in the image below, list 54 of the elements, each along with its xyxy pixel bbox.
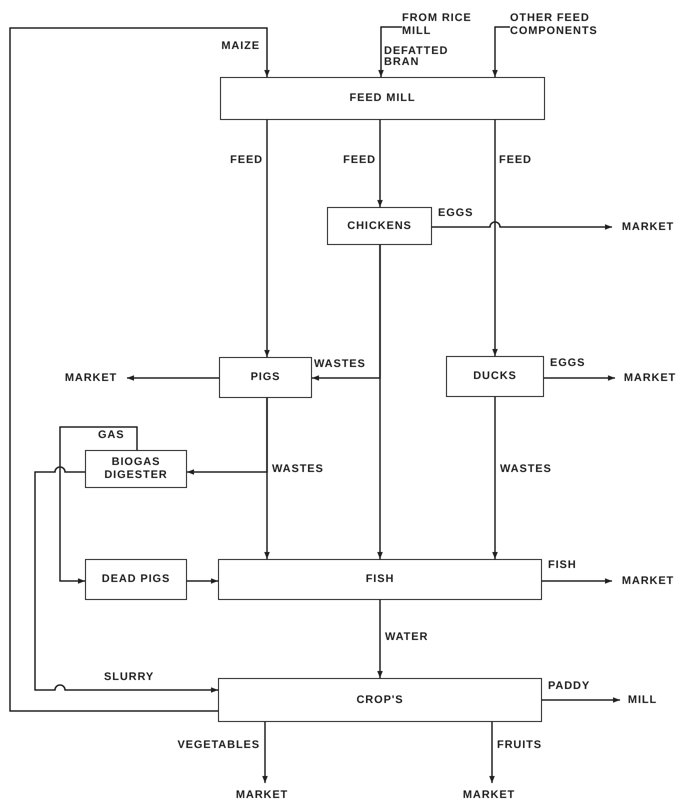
arrow xyxy=(187,578,218,584)
flow-label: MARKET xyxy=(615,370,685,386)
arrow xyxy=(262,722,268,783)
edge-label: MAIZE xyxy=(220,41,260,52)
arrow xyxy=(542,578,612,584)
edge-label: WATER xyxy=(385,632,428,643)
edge-label: PADDY xyxy=(548,681,590,692)
edge-label: WASTES xyxy=(500,464,552,475)
edge-label: FRUITS xyxy=(497,740,542,751)
flow-label: MARKET xyxy=(453,787,525,803)
flow-label: FROM RICE MILL xyxy=(402,8,488,42)
flow-label: MARKET xyxy=(612,573,684,589)
arrow xyxy=(377,600,383,678)
arrow xyxy=(59,426,138,584)
edge-label: FISH xyxy=(548,560,577,571)
process-box: FEED MILL xyxy=(220,77,545,120)
flow-label: MARKET xyxy=(55,370,127,386)
edge-label: FEED xyxy=(342,155,376,166)
arrow xyxy=(492,120,498,356)
edge-label: SLURRY xyxy=(104,672,154,683)
edge-label: WASTES xyxy=(272,464,324,475)
flow-label: MARKET xyxy=(226,787,298,803)
process-box: BIOGAS DIGESTER xyxy=(85,450,187,488)
edge-label: FEED xyxy=(499,155,532,166)
edge-label: EGGS xyxy=(438,208,474,219)
process-box: DEAD PIGS xyxy=(85,559,187,600)
edge-label: GAS xyxy=(98,430,124,441)
process-box: CHICKENS xyxy=(327,207,432,245)
arrow xyxy=(377,245,383,559)
edge-label: WASTES xyxy=(314,359,366,370)
arrow xyxy=(489,722,495,783)
flow-label: MARKET xyxy=(612,219,684,235)
arrow xyxy=(378,26,402,77)
arrow xyxy=(9,27,270,712)
edge-label: VEGETABLES xyxy=(176,740,260,751)
arrow xyxy=(544,375,615,381)
flow-label: MILL xyxy=(620,692,665,708)
arrow xyxy=(432,221,612,230)
arrow xyxy=(34,466,218,693)
edge-label: DEFATTED BRAN xyxy=(384,46,448,68)
process-box: CROP'S xyxy=(218,678,542,722)
process-box: DUCKS xyxy=(446,356,544,397)
arrow xyxy=(377,120,383,207)
arrow xyxy=(187,398,268,475)
edge-label: EGGS xyxy=(550,358,586,369)
arrow xyxy=(492,26,510,77)
flow-label: OTHER FEED COMPONENTS xyxy=(510,8,622,42)
arrow xyxy=(127,375,219,381)
arrow xyxy=(492,397,498,559)
process-box: FISH xyxy=(218,559,542,600)
edge-label: FEED xyxy=(229,155,263,166)
arrow xyxy=(542,697,620,703)
process-box: PIGS xyxy=(219,357,312,398)
arrow xyxy=(264,120,270,357)
